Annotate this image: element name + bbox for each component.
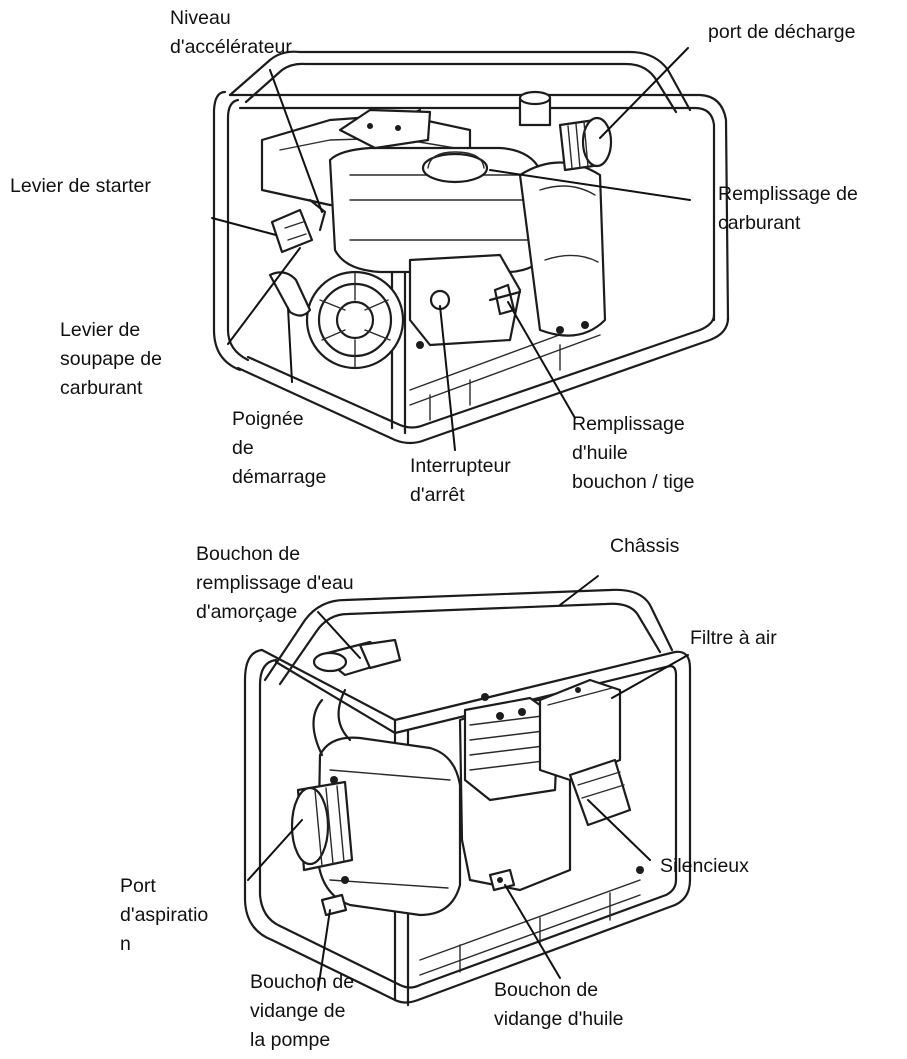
leader-bouchon-vidange-pompe — [317, 909, 331, 991]
leader-filtre-air — [611, 654, 689, 699]
leader-silencieux — [587, 799, 651, 861]
label-bouchon-amorcage: Bouchon de remplissage d'eau d'amorçage — [196, 543, 354, 623]
leader-poignee-demarrage — [287, 307, 293, 383]
label-port-aspiration: Port d'aspiratio n — [120, 875, 209, 955]
bottom-leader-lines — [247, 575, 689, 991]
leader-bouchon-amorcage — [317, 611, 361, 659]
label-poignee-demarrage: Poignée de démarrage — [232, 408, 327, 488]
label-levier-starter: Levier de starter — [10, 175, 151, 197]
leader-bouchon-vidange-huile — [504, 884, 561, 979]
label-remplissage-huile: Remplissage d'huile bouchon / tige — [572, 413, 695, 493]
label-port-decharge: port de décharge — [708, 21, 856, 43]
label-bouchon-vidange-pompe: Bouchon de vidange de la pompe — [250, 971, 355, 1051]
label-interrupteur-arret: Interrupteur d'arrêt — [410, 455, 511, 506]
leader-levier-soupape — [227, 247, 301, 345]
label-filtre-air: Filtre à air — [690, 627, 777, 649]
leader-interrupteur-arret — [439, 305, 456, 451]
leader-port-aspiration — [247, 819, 303, 881]
top-pump-drawing — [212, 50, 730, 445]
label-levier-soupape: Levier de soupape de carburant — [60, 319, 162, 399]
label-niveau-accelerateur: Niveau d'accélérateur — [170, 7, 292, 58]
label-remplissage-carburant: Remplissage de carburant — [718, 183, 858, 234]
leader-remplissage-huile — [507, 301, 576, 419]
bottom-pump-drawing — [243, 588, 692, 1007]
leader-remplissage-carburant — [489, 169, 691, 201]
leader-niveau-accelerateur — [269, 69, 323, 213]
label-silencieux: Silencieux — [660, 855, 749, 877]
label-bouchon-vidange-huile: Bouchon de vidange d'huile — [494, 979, 624, 1030]
label-chassis: Châssis — [610, 535, 680, 557]
leader-chassis — [559, 575, 599, 606]
leader-port-decharge — [599, 47, 689, 139]
top-leader-lines — [211, 47, 691, 451]
leader-levier-starter — [211, 217, 277, 236]
